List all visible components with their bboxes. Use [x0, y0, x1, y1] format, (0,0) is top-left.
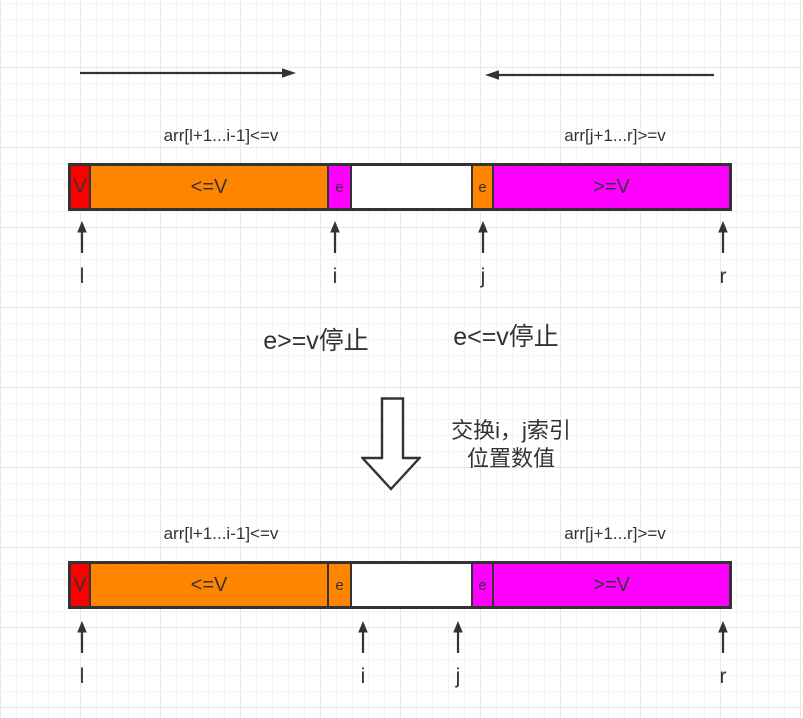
- pointer-label-l: l: [79, 665, 85, 688]
- up-arrow-icon: [358, 621, 368, 653]
- range-label-left-top: arr[l+1...i-1]<=v: [163, 126, 279, 145]
- segment-label: e: [478, 178, 487, 196]
- stop-condition-j: e<=v停止: [453, 323, 559, 351]
- segment-label: e: [335, 576, 344, 594]
- segment-e-swapped-left-bottom: e: [327, 564, 350, 606]
- segment-e-at-i-top: e: [327, 166, 350, 208]
- pointer-j-top: j: [470, 221, 496, 287]
- pointer-j-bottom: j: [445, 621, 471, 687]
- segment-label: V: [73, 573, 87, 596]
- array-bar-bottom: V <=V e e >=V: [68, 561, 732, 609]
- pointer-l-top: l: [69, 221, 95, 287]
- segment-gte-v-bottom: >=V: [492, 564, 729, 606]
- segment-label: <=V: [190, 573, 228, 596]
- pointer-label-r: r: [719, 265, 727, 288]
- pointer-i-bottom: i: [350, 621, 376, 687]
- pointer-label-r: r: [719, 665, 727, 688]
- segment-lte-v-bottom: <=V: [89, 564, 327, 606]
- segment-unprocessed-bottom: [350, 564, 471, 606]
- big-down-arrow-icon: [361, 397, 421, 491]
- scan-right-arrow-icon: [80, 68, 296, 78]
- segment-label: >=V: [593, 573, 630, 596]
- pointer-label-l: l: [79, 265, 85, 288]
- segment-label: >=V: [593, 175, 630, 198]
- swap-description: 交换i，j索引 位置数值: [451, 417, 571, 473]
- array-bar-top: V <=V e e >=V: [68, 163, 732, 211]
- pointer-i-top: i: [322, 221, 348, 287]
- swap-description-line1: 交换i，j索引: [451, 418, 571, 443]
- up-arrow-icon: [718, 221, 728, 253]
- scan-left-arrow-icon: [485, 70, 714, 80]
- pointer-label-j: j: [480, 265, 486, 288]
- pointer-label-i: i: [332, 265, 338, 288]
- pointer-r-bottom: r: [710, 621, 736, 687]
- segment-e-at-j-top: e: [471, 166, 492, 208]
- stop-condition-i: e>=v停止: [263, 327, 369, 355]
- segment-gte-v-top: >=V: [492, 166, 729, 208]
- segment-unprocessed-top: [350, 166, 471, 208]
- pointer-l-bottom: l: [69, 621, 95, 687]
- segment-label: <=V: [190, 175, 228, 198]
- pointer-r-top: r: [710, 221, 736, 287]
- pointer-label-i: i: [360, 665, 366, 688]
- up-arrow-icon: [77, 221, 87, 253]
- segment-pivot-top: V: [71, 166, 89, 208]
- swap-description-line2: 位置数值: [466, 446, 555, 471]
- segment-lte-v-top: <=V: [89, 166, 327, 208]
- segment-label: e: [335, 178, 344, 196]
- up-arrow-icon: [453, 621, 463, 653]
- segment-label: V: [73, 175, 87, 198]
- segment-label: e: [478, 576, 487, 594]
- range-label-right-top: arr[j+1...r]>=v: [564, 126, 666, 145]
- up-arrow-icon: [77, 621, 87, 653]
- up-arrow-icon: [330, 221, 340, 253]
- range-label-left-bottom: arr[l+1...i-1]<=v: [163, 524, 279, 543]
- segment-pivot-bottom: V: [71, 564, 89, 606]
- segment-e-swapped-right-bottom: e: [471, 564, 492, 606]
- range-label-right-bottom: arr[j+1...r]>=v: [564, 524, 666, 543]
- up-arrow-icon: [718, 621, 728, 653]
- up-arrow-icon: [478, 221, 488, 253]
- pointer-label-j: j: [455, 665, 461, 688]
